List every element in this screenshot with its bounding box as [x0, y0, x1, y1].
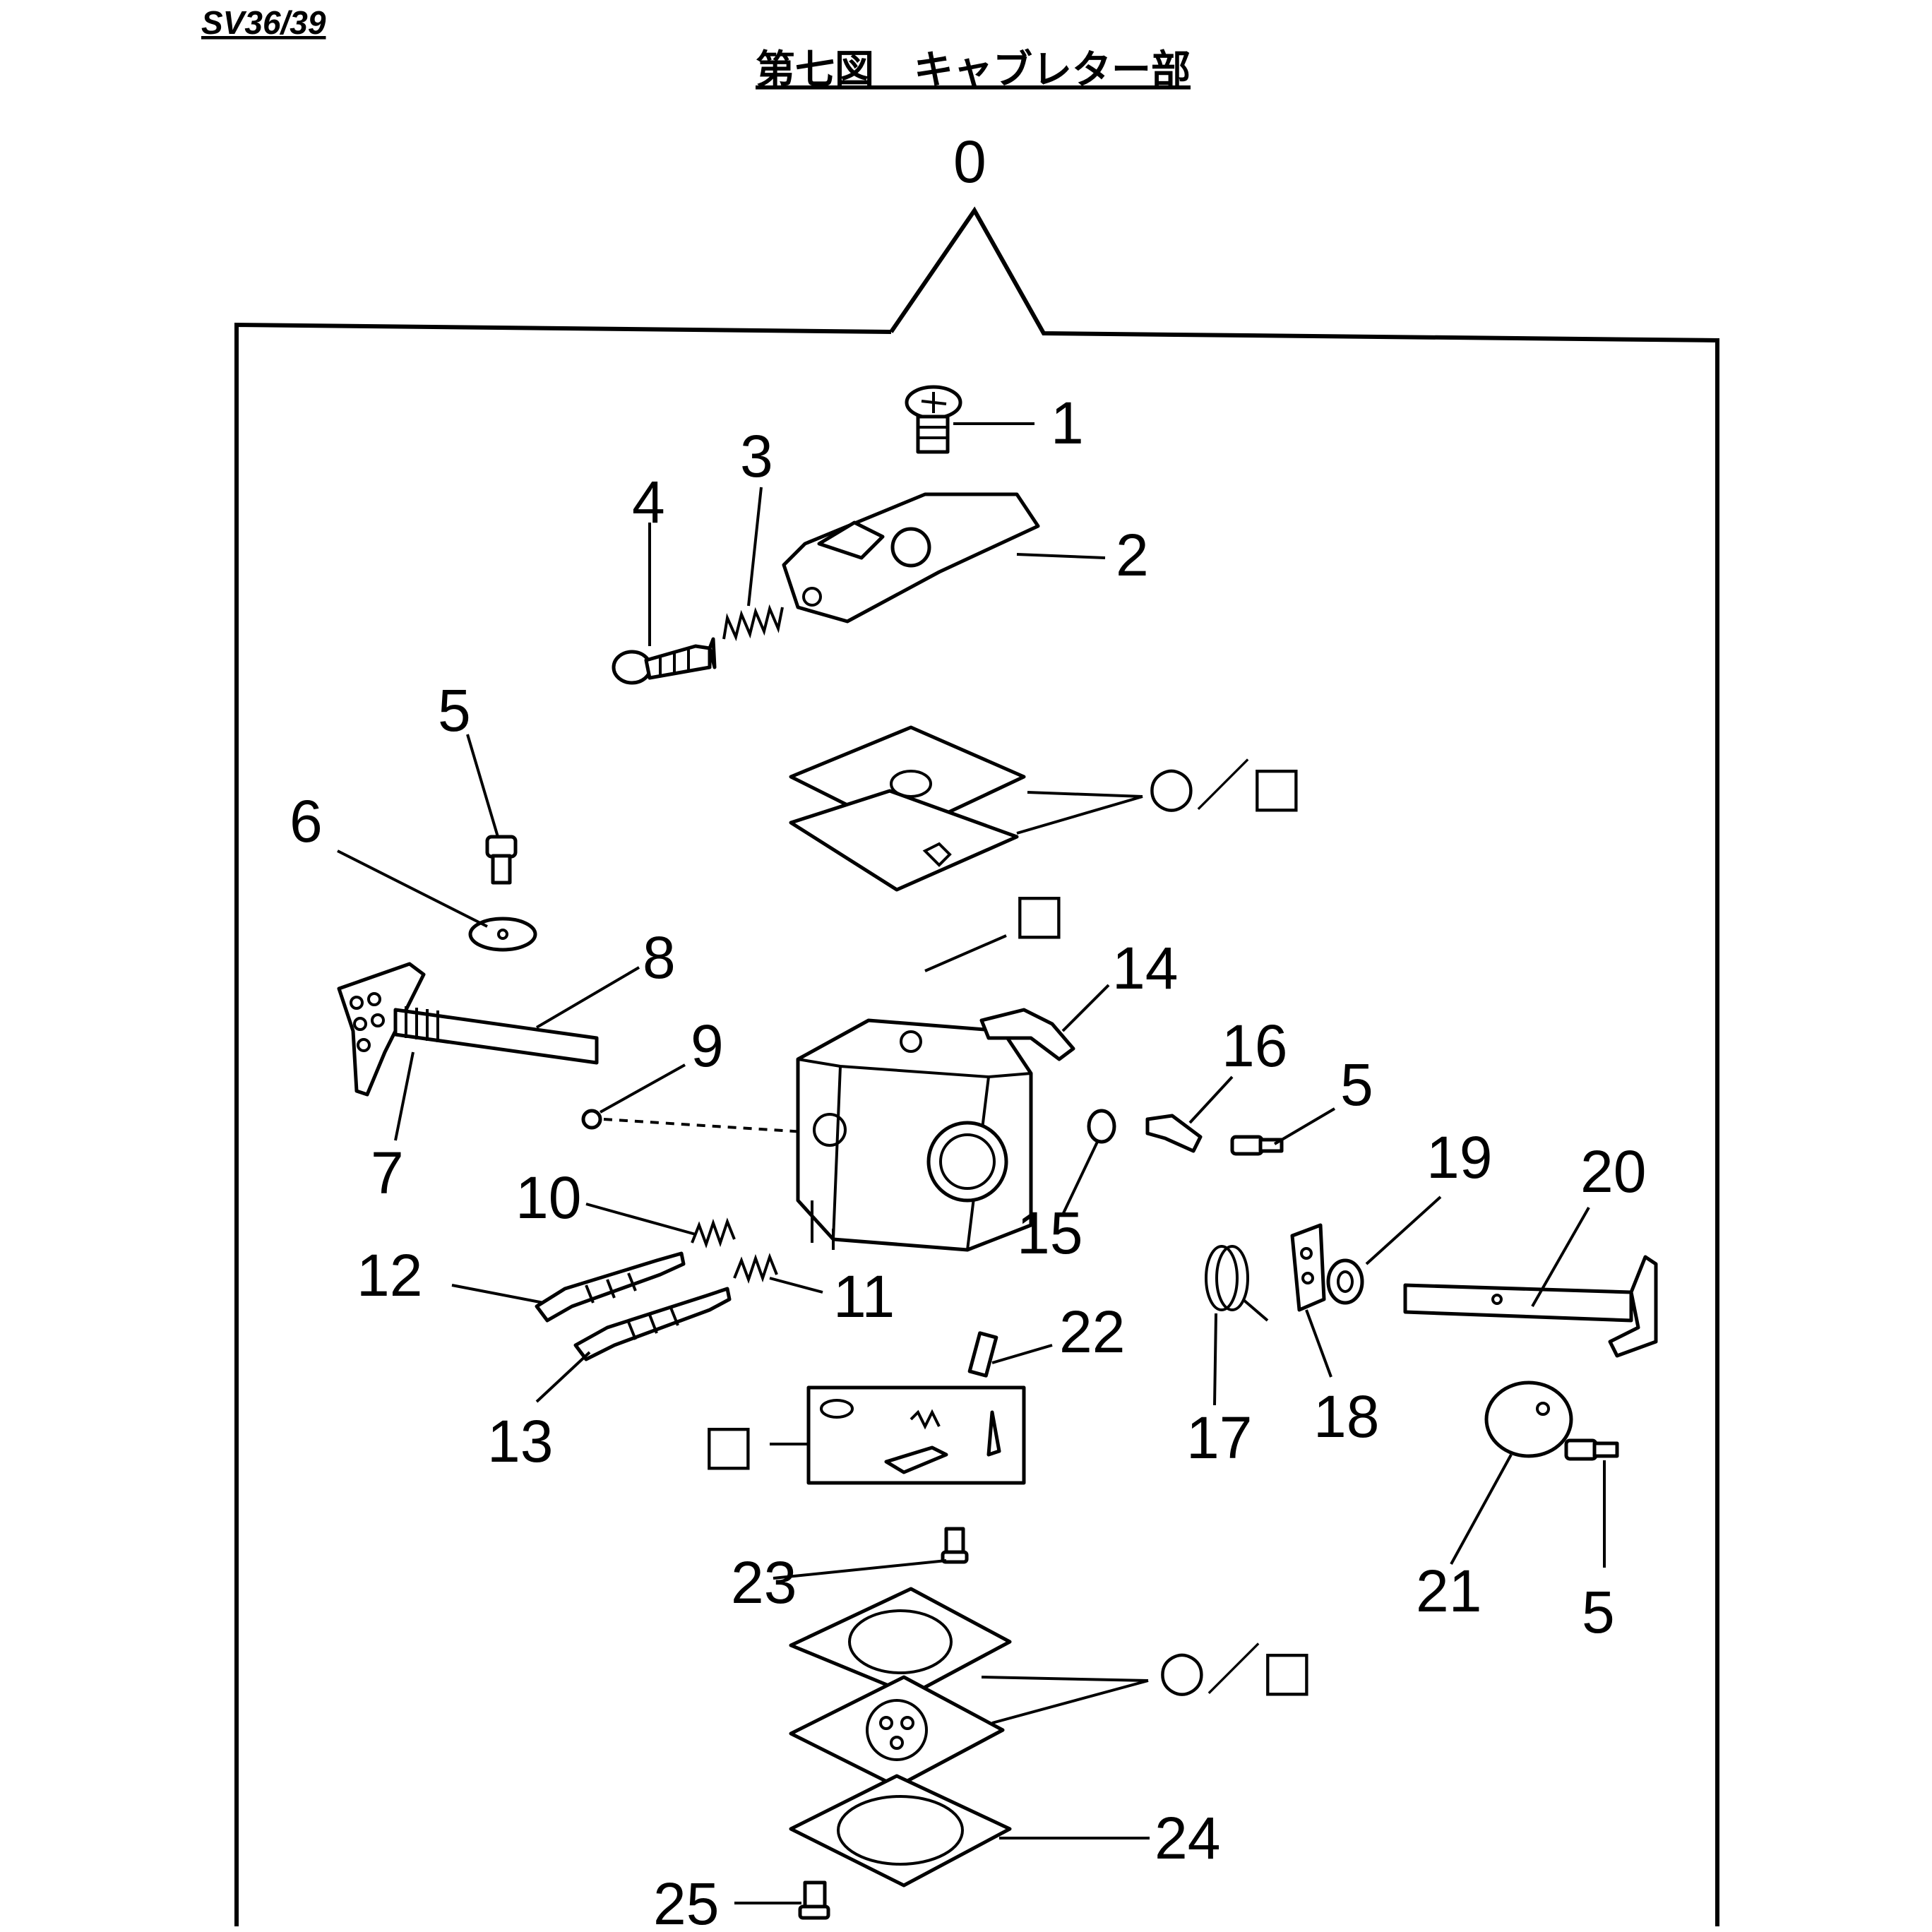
part-11-spring: [733, 1253, 778, 1284]
part-14-fuel-elbow: [979, 1008, 1075, 1061]
part-5-screw-lower-right: [1564, 1438, 1619, 1461]
part-18-lever-plate: [1290, 1223, 1326, 1312]
part-12-needle: [535, 1251, 686, 1323]
model-code: SV36/39: [201, 4, 326, 41]
callout-11: 11: [833, 1263, 895, 1330]
part-3-spring: [722, 604, 784, 642]
part-24-diaphragm-cover: [789, 1774, 1012, 1888]
page-title: 第七図 キャブレター部: [756, 47, 1191, 93]
part-23-screw: [941, 1527, 969, 1564]
callout-6: 6: [290, 788, 323, 854]
callout-5-lower-right: 5: [1582, 1579, 1615, 1645]
upper-gasket-set: [789, 725, 1026, 892]
part-21-throttle-plate: [1484, 1381, 1573, 1458]
callout-20: 20: [1580, 1138, 1646, 1205]
repair-kit-box: [806, 1385, 1026, 1485]
part-5-screw-left: [485, 835, 518, 885]
callout-17: 17: [1186, 1405, 1252, 1471]
callout-5-top-left: 5: [438, 677, 471, 744]
part-10-spring: [691, 1217, 736, 1249]
legend-square-kit: □: [703, 1413, 755, 1477]
legend-circle-slash-square-upper: ○／□: [1147, 755, 1303, 818]
callout-12: 12: [357, 1242, 422, 1308]
part-9-screw: [581, 1109, 883, 1138]
lower-gasket-set: [789, 1587, 1012, 1789]
part-13-needle: [573, 1287, 732, 1361]
part-17-torsion-spring: [1205, 1245, 1269, 1322]
assembly-bracket-frame: [234, 206, 1719, 1926]
callout-8: 8: [643, 924, 676, 991]
callout-2: 2: [1116, 522, 1149, 588]
part-2-cover-plate: [782, 492, 1040, 624]
callout-25: 25: [653, 1871, 719, 1932]
legend-circle-slash-square-lower: ○／□: [1158, 1639, 1313, 1703]
callout-21: 21: [1416, 1558, 1481, 1624]
part-20-throttle-shaft: [1403, 1255, 1658, 1358]
callout-16: 16: [1222, 1013, 1287, 1079]
callout-1: 1: [1051, 390, 1084, 456]
part-7-lever-plate: [337, 962, 426, 1097]
part-5-screw-right: [1230, 1135, 1284, 1156]
callout-7: 7: [371, 1140, 404, 1206]
callout-14: 14: [1112, 935, 1178, 1001]
callout-13: 13: [487, 1408, 553, 1474]
callout-18: 18: [1313, 1383, 1379, 1450]
part-1-screw: [905, 385, 962, 454]
callout-19: 19: [1426, 1124, 1492, 1191]
callout-5-right: 5: [1340, 1051, 1373, 1118]
callout-9: 9: [691, 1013, 724, 1079]
callout-23: 23: [731, 1549, 797, 1616]
part-4-needle-screw: [612, 637, 717, 685]
part-25-screw: [798, 1880, 830, 1920]
callout-4: 4: [632, 469, 665, 535]
assembly-number: 0: [953, 129, 986, 195]
part-22-pin: [967, 1331, 998, 1378]
part-8-shaft: [393, 1006, 599, 1065]
callout-15: 15: [1017, 1200, 1083, 1266]
part-15-bushing: [1087, 1109, 1116, 1144]
legend-square-gasket: □: [1013, 882, 1066, 946]
callout-22: 22: [1059, 1299, 1125, 1365]
callout-10: 10: [515, 1164, 581, 1231]
leader-lines: [337, 422, 1606, 1904]
part-19-bushing: [1326, 1258, 1364, 1305]
part-16-clip: [1145, 1114, 1203, 1153]
callout-3: 3: [740, 423, 773, 489]
carburetor-body: [796, 1018, 1033, 1252]
callout-24: 24: [1155, 1805, 1220, 1871]
